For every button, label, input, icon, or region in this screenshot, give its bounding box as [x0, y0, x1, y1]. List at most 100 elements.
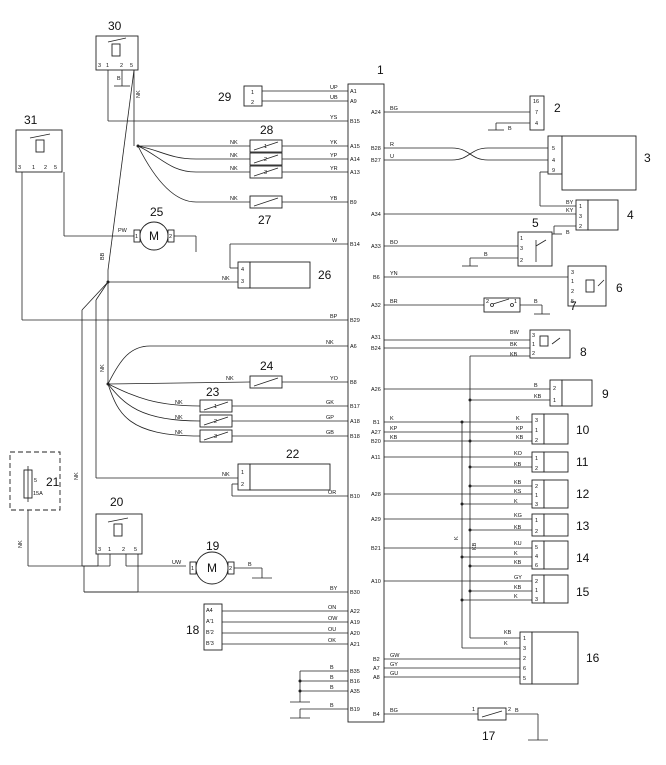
pin-B35: B35 [350, 669, 360, 675]
svg-text:3: 3 [535, 597, 538, 603]
pin-B24: B24 [371, 346, 381, 352]
svg-text:K: K [504, 641, 508, 647]
wire-B-B19: B [330, 703, 334, 709]
component-12: 2 1 3 KB KS K 12 [462, 479, 590, 509]
svg-text:KB: KB [514, 480, 522, 486]
wire-GP: GP [326, 415, 334, 421]
svg-text:B: B [534, 383, 538, 389]
pin-B1: B1 [373, 420, 380, 426]
svg-text:4: 4 [535, 554, 538, 560]
svg-text:2: 2 [120, 63, 123, 69]
label-9: 9 [602, 387, 609, 401]
wire-KP-A27: KP [390, 426, 398, 432]
wire-YN: YN [390, 271, 398, 277]
pin-A32: A32 [371, 303, 381, 309]
wire-BO: BO [390, 240, 399, 246]
svg-text:B'3: B'3 [206, 641, 214, 647]
label-10: 10 [576, 423, 590, 437]
svg-text:B: B [508, 126, 512, 132]
pin-B14: B14 [350, 242, 360, 248]
svg-text:KG: KG [514, 513, 522, 519]
svg-text:NK: NK [74, 472, 80, 480]
svg-text:KB: KB [472, 542, 478, 550]
component-17: 1 2 B 17 [472, 707, 548, 743]
label-26: 26 [318, 268, 332, 282]
component-9: 2 1 B KB 9 [470, 379, 609, 407]
component-6: 3 1 2 5 6 [567, 265, 623, 307]
component-10: 3 1 2 K KP KB 10 [516, 413, 590, 445]
svg-text:1: 1 [472, 707, 475, 713]
component-30: 3 1 2 5 B NK 30 [95, 19, 142, 121]
component-5: 1 3 2 B 5 [462, 216, 553, 267]
svg-text:2: 2 [251, 100, 254, 106]
svg-text:B: B [484, 252, 488, 258]
pin-B9: B9 [350, 200, 357, 206]
wire-B-B16: B [330, 675, 334, 681]
nk-bus-main: BB NK NK [74, 252, 238, 566]
pin-A15: A15 [350, 144, 360, 150]
svg-text:UW: UW [172, 560, 182, 566]
svg-text:KB: KB [504, 630, 512, 636]
pin-B28: B28 [371, 146, 381, 152]
component-19: M 1 2 UW B 19 [172, 539, 272, 585]
pin-B10: B10 [350, 494, 360, 500]
svg-text:2: 2 [122, 547, 125, 553]
svg-text:KS: KS [514, 489, 522, 495]
wire-GU: GU [390, 671, 398, 677]
svg-text:BB: BB [100, 252, 106, 260]
svg-text:KB: KB [534, 394, 542, 400]
svg-text:7: 7 [535, 110, 538, 116]
pin-A22: A22 [350, 609, 360, 615]
svg-text:M: M [207, 561, 217, 575]
component-31: 3 1 2 5 31 [15, 113, 134, 320]
component-23: NK NK NK 1 2 3 23 [175, 385, 233, 443]
svg-text:KB: KB [516, 435, 524, 441]
wire-BR: BR [390, 299, 398, 305]
wire-UB: UB [330, 95, 338, 101]
svg-text:1: 1 [535, 428, 538, 434]
label-13: 13 [576, 519, 590, 533]
svg-text:BY: BY [566, 200, 574, 206]
svg-text:NK: NK [136, 90, 142, 98]
svg-text:NK: NK [18, 540, 24, 548]
svg-text:KU: KU [514, 541, 522, 547]
svg-text:1: 1 [579, 204, 582, 210]
pin-A7: A7 [373, 666, 380, 672]
svg-text:1: 1 [214, 404, 217, 410]
svg-text:2: 2 [532, 351, 535, 357]
svg-text:K: K [454, 536, 460, 540]
label-12: 12 [576, 487, 590, 501]
svg-text:B: B [515, 708, 519, 714]
pin-B20: B20 [371, 439, 381, 445]
svg-text:KB: KB [514, 462, 522, 468]
component-8: 3 1 2 BW BK KB 8 [470, 329, 587, 359]
svg-text:2: 2 [229, 566, 232, 572]
pin-A1: A1 [350, 89, 357, 95]
svg-text:K: K [514, 499, 518, 505]
svg-text:NK: NK [230, 166, 238, 172]
svg-text:NK: NK [226, 376, 234, 382]
svg-text:1: 1 [523, 636, 526, 642]
svg-text:NK: NK [230, 196, 238, 202]
svg-text:NK: NK [222, 276, 230, 282]
svg-text:2: 2 [535, 484, 538, 490]
wire-BK: BK [510, 342, 518, 348]
wire-YP: YP [330, 153, 338, 159]
svg-text:K: K [514, 551, 518, 557]
wire-BY-B30: BY [330, 586, 338, 592]
label-30: 30 [108, 19, 122, 33]
svg-text:NK: NK [175, 400, 183, 406]
pin-B18: B18 [350, 434, 360, 440]
svg-text:1: 1 [191, 566, 194, 572]
svg-text:KB: KB [514, 525, 522, 531]
svg-text:1: 1 [571, 279, 574, 285]
svg-text:KB: KB [514, 560, 522, 566]
component-29: 1 2 29 [218, 85, 263, 107]
svg-text:A'1: A'1 [206, 619, 214, 625]
svg-text:2: 2 [535, 529, 538, 535]
svg-text:PW: PW [118, 228, 128, 234]
svg-text:1: 1 [535, 518, 538, 524]
label-19: 19 [206, 539, 220, 553]
svg-text:1: 1 [535, 588, 538, 594]
wire-GB: GB [326, 430, 334, 436]
